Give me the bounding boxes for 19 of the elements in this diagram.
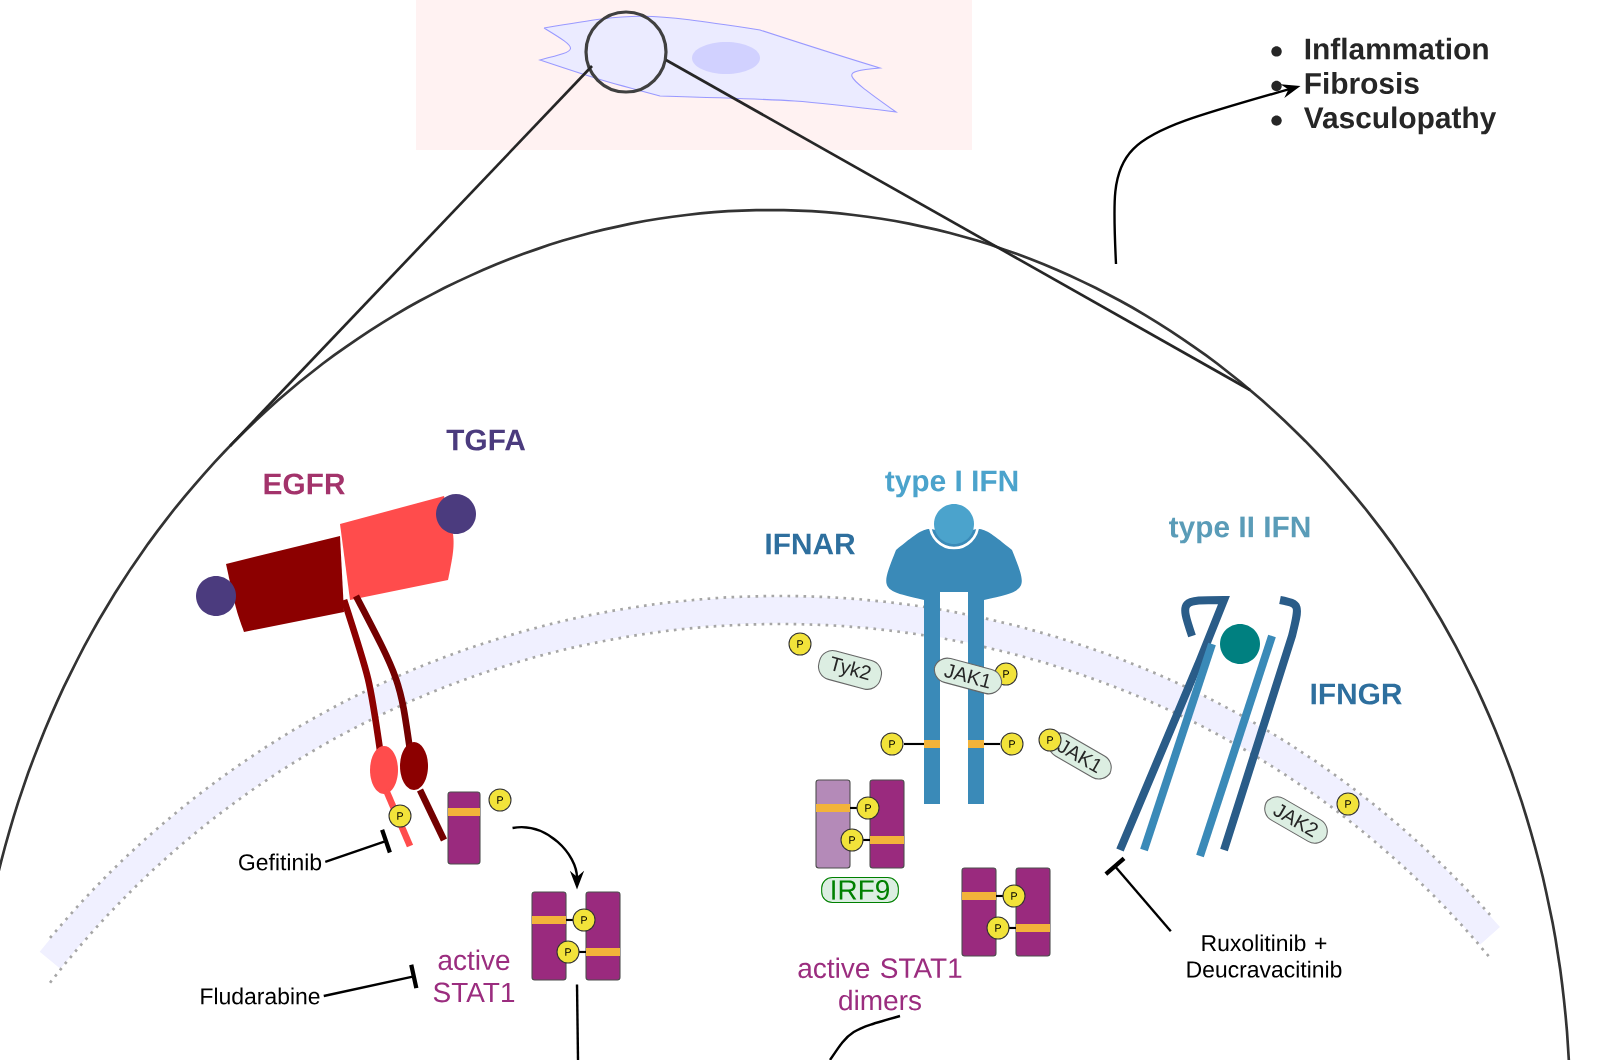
ligand-label: TGFA (446, 429, 526, 451)
drug-label: Fludarabine (201, 987, 320, 1005)
drug-label: Ruxolitinib + Deucravacitinib (1187, 934, 1342, 978)
kinase-label: JAK1 (933, 657, 1003, 695)
ligand-label: type II IFN (1169, 516, 1310, 544)
kinase-label: JAK1 (1057, 740, 1101, 774)
protein-label: IRF9 (821, 876, 899, 904)
kinase-label: Tyk2 (817, 650, 883, 690)
outcome-list: Inflammation Fibrosis Vasculopathy (1303, 37, 1497, 135)
receptor-label: IFNGR (1311, 683, 1402, 705)
inhibition-line (324, 829, 392, 864)
inhibition-line (323, 964, 419, 998)
ligand-label: type I IFN (885, 470, 1018, 498)
protein-label: active STAT1 dimers (798, 957, 962, 1011)
line (575, 984, 580, 1060)
drug-label: Gefitinib (239, 853, 322, 871)
protein-label: active STAT1 (433, 949, 515, 1003)
receptor-label: IFNAR (766, 533, 855, 555)
receptor-label: EGFR (264, 473, 345, 495)
